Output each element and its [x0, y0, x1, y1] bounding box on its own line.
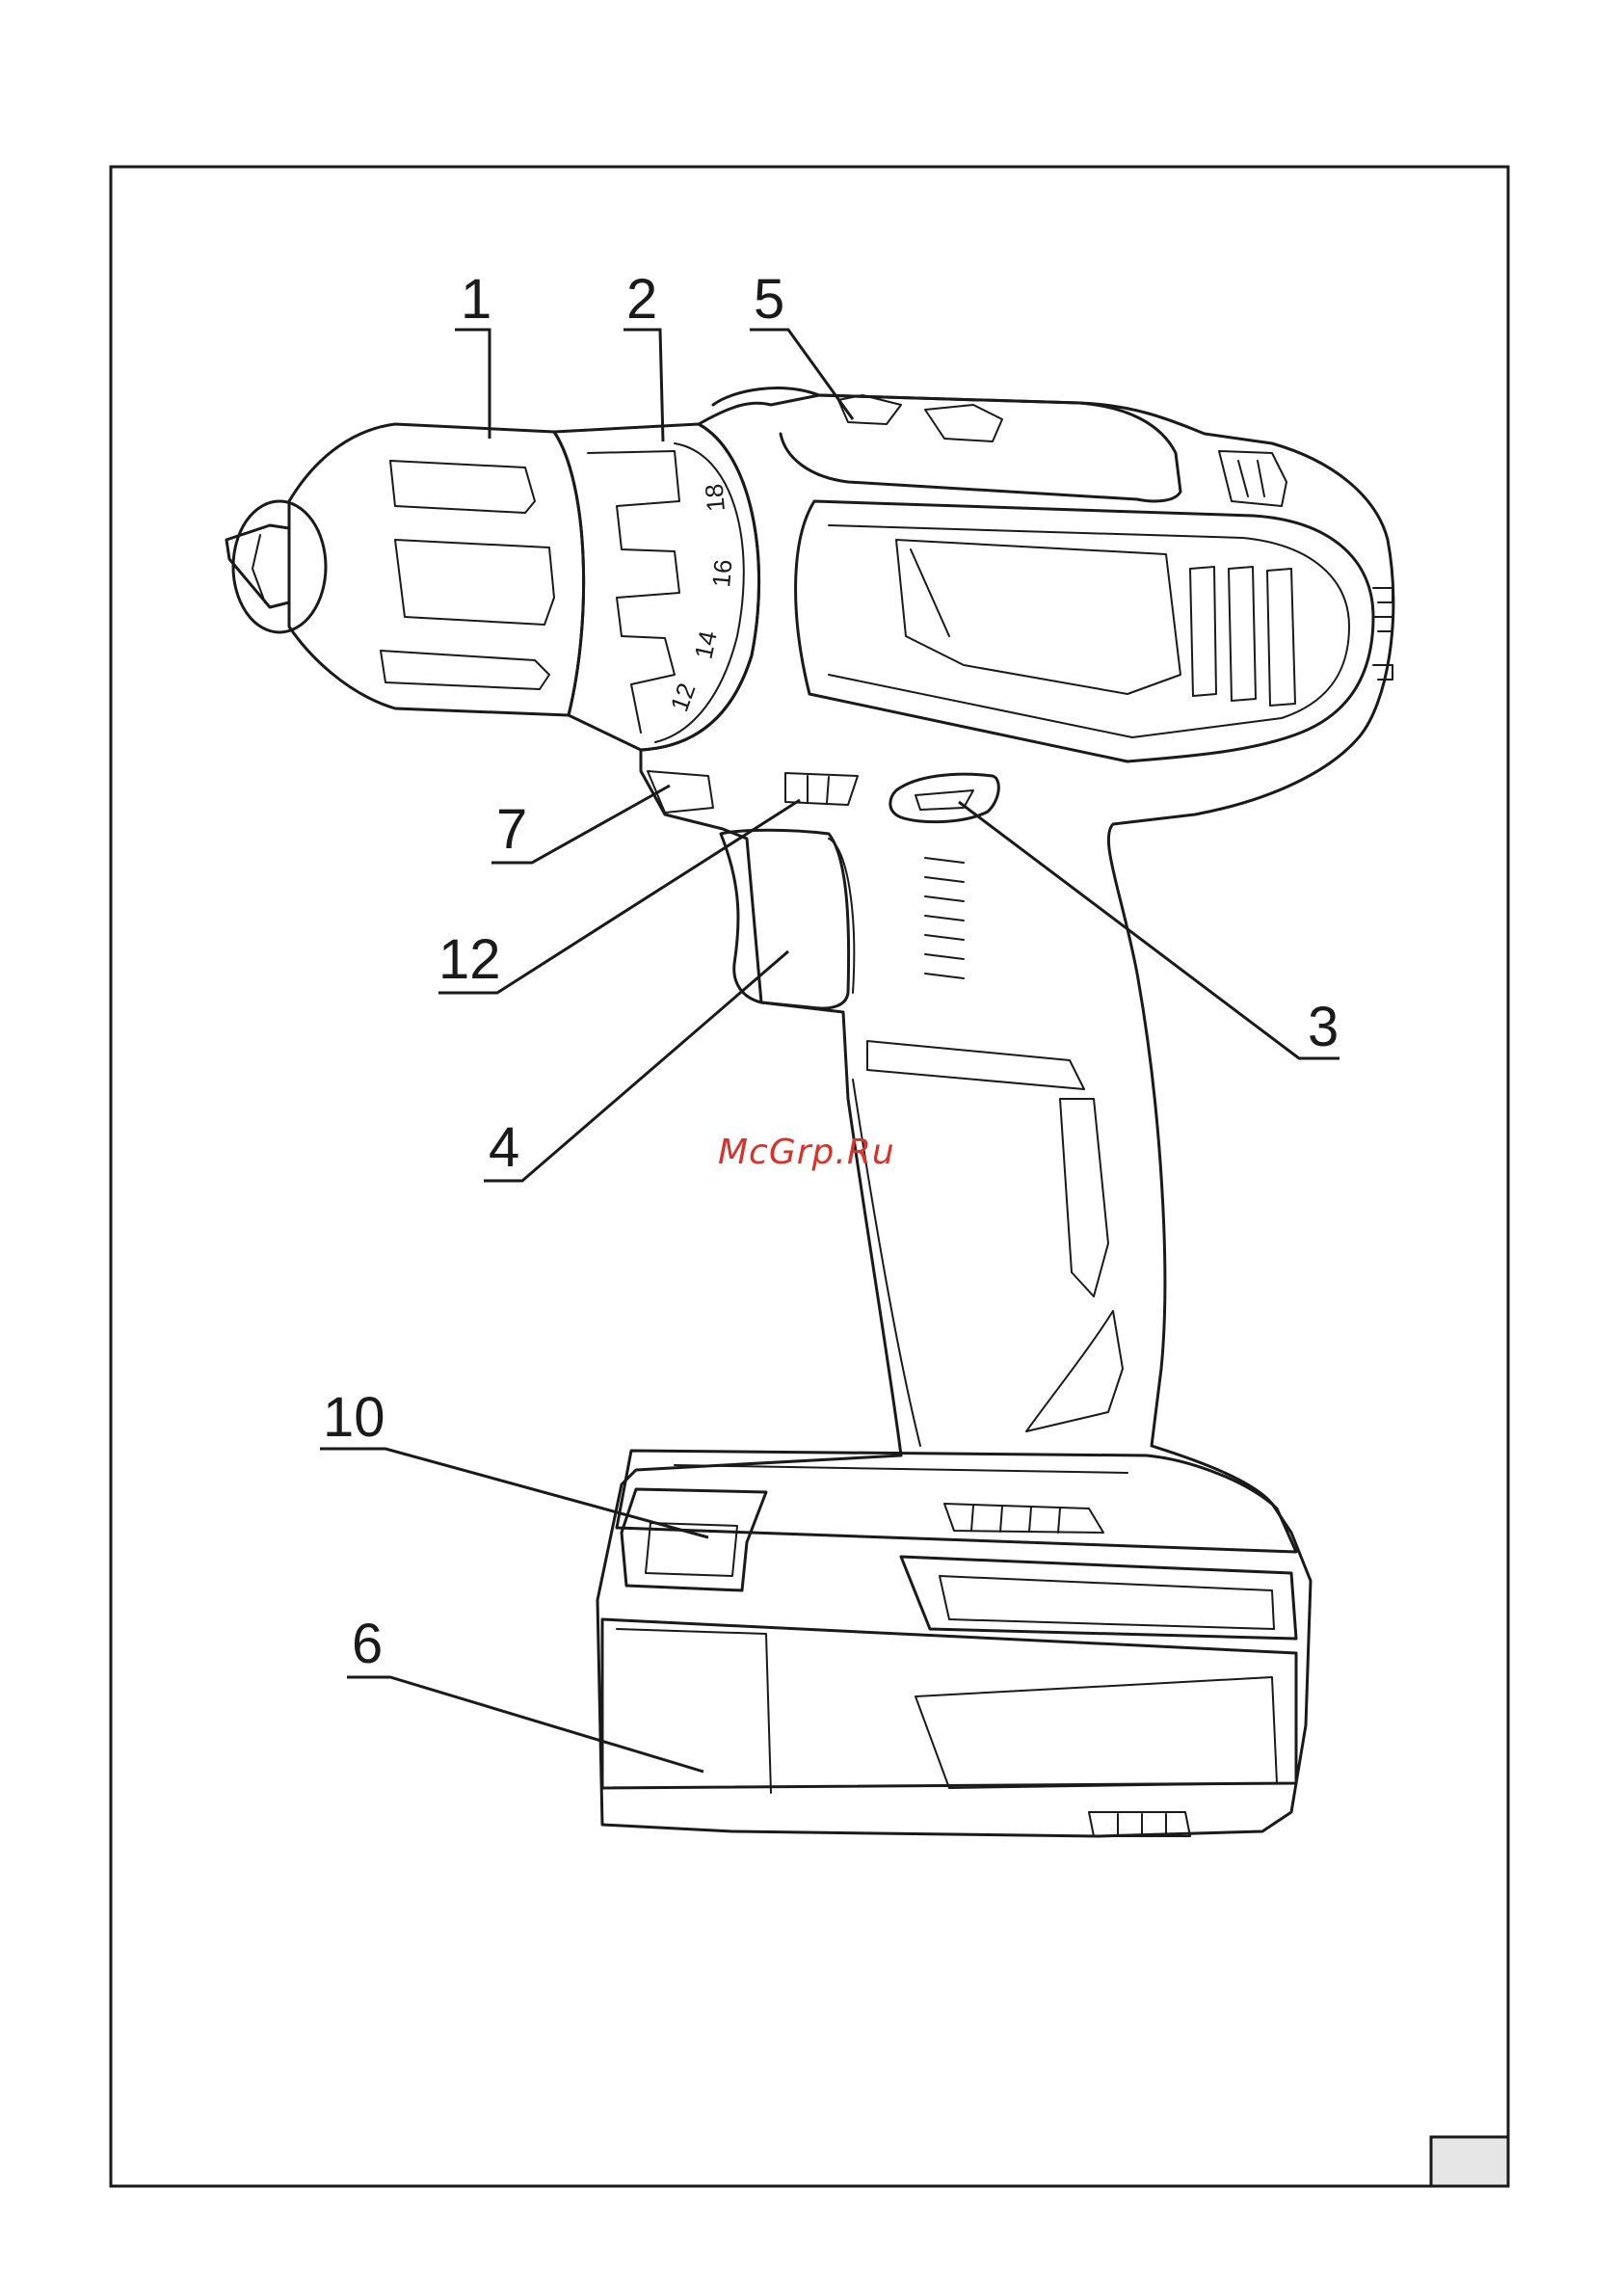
callout-10: 10 — [320, 1386, 708, 1537]
callout-3: 3 — [959, 802, 1339, 1058]
page-number-box — [1431, 2137, 1508, 2186]
callout-label-3: 3 — [1308, 996, 1339, 1058]
callout-6: 6 — [347, 1613, 703, 1772]
callout-7: 7 — [491, 786, 670, 863]
callout-2: 2 — [623, 268, 663, 441]
callout-12: 12 — [438, 800, 800, 993]
torque-scale-16: 16 — [706, 558, 737, 588]
torque-scale-14: 14 — [689, 628, 723, 662]
callout-label-7: 7 — [496, 798, 527, 861]
callout-5: 5 — [750, 268, 853, 419]
callout-label-2: 2 — [626, 268, 657, 331]
watermark: McGrp.Ru — [718, 1133, 895, 1172]
drill-outline — [226, 388, 1393, 1836]
callout-label-12: 12 — [438, 928, 501, 991]
torque-scale-12: 12 — [664, 680, 701, 715]
torque-scale-18: 18 — [700, 483, 730, 513]
callout-label-5: 5 — [754, 268, 784, 331]
callout-1: 1 — [455, 268, 491, 439]
callout-label-6: 6 — [352, 1613, 383, 1675]
callout-label-1: 1 — [461, 268, 491, 331]
callout-label-4: 4 — [489, 1116, 519, 1179]
callout-label-10: 10 — [323, 1386, 385, 1449]
